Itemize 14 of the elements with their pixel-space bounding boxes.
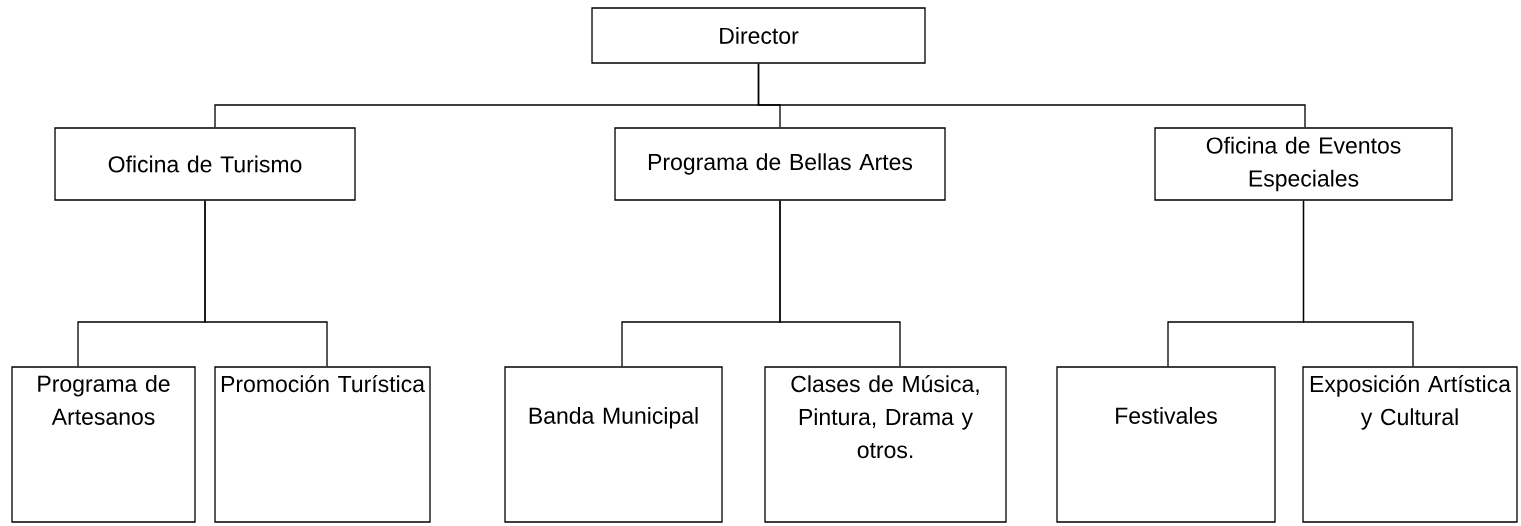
org-box: Oficina de Eventos Especiales [1154,127,1453,201]
org-box: Promoción Turística [214,366,431,523]
org-box: Oficina de Turismo [54,127,356,201]
org-box: Programa de Bellas Artes [614,127,946,201]
connector [779,200,901,367]
org-box: Festivales [1056,366,1276,523]
connector [1302,200,1414,367]
org-box: Director [591,7,926,64]
connector [757,63,1306,128]
org-box: Exposición Artística y Cultural [1302,366,1518,523]
org-box: Programa de Artesanos [11,366,196,523]
org-box: Clases de Música, Pintura, Drama y otros. [764,366,1007,523]
org-box: Banda Municipal [504,366,723,523]
connector [204,200,328,367]
